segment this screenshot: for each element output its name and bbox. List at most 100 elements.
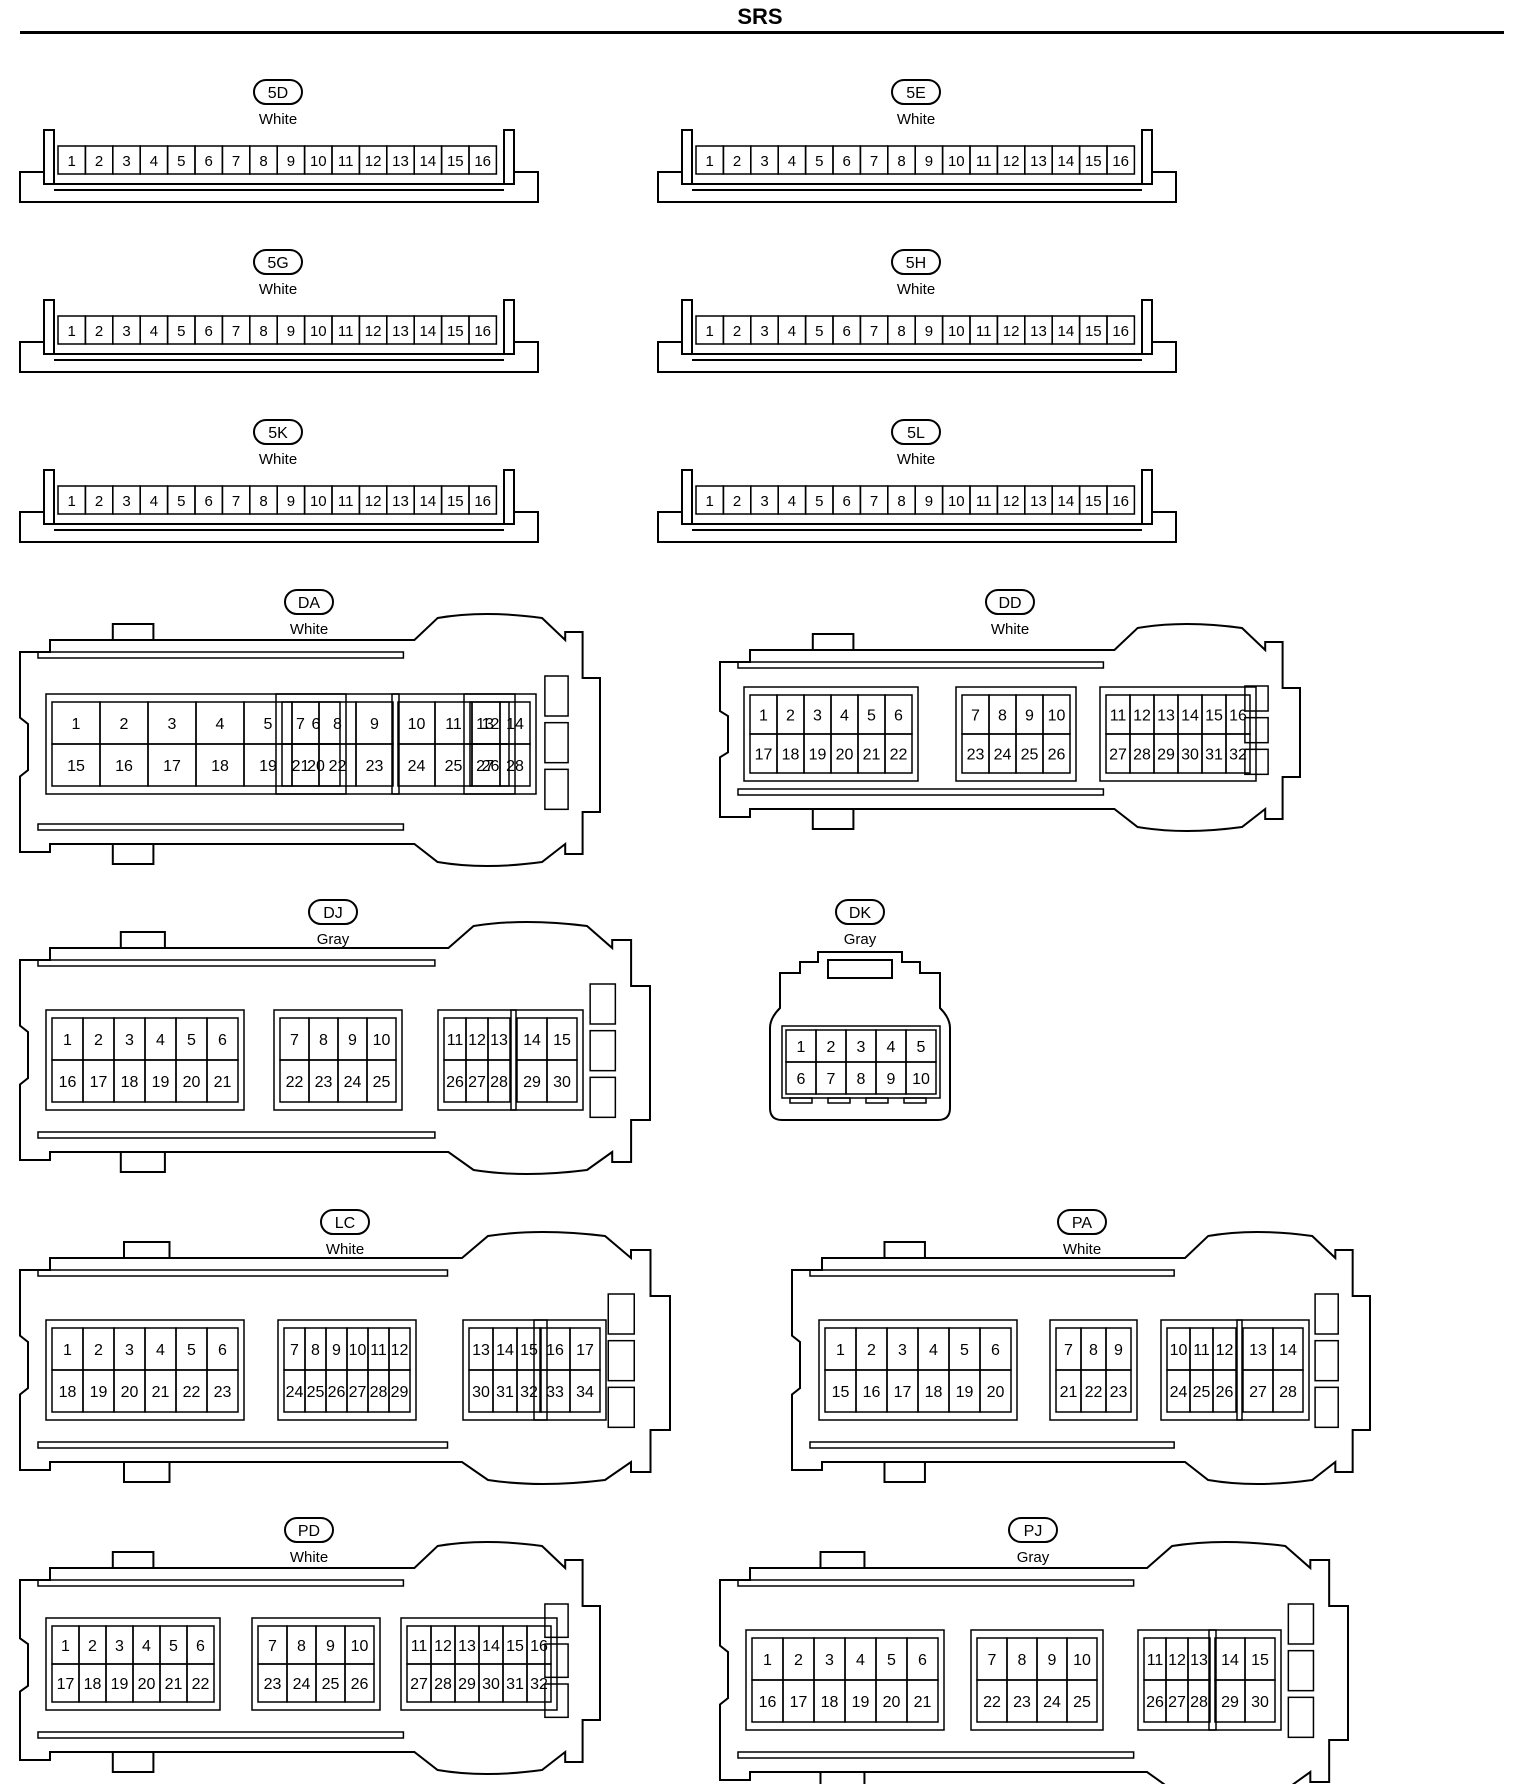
connector-base <box>657 171 1177 203</box>
side-key <box>1287 1603 1315 1645</box>
pin-number: 1 <box>759 708 768 725</box>
pin-number: 11 <box>1193 1342 1210 1359</box>
pin-number: 7 <box>870 153 878 170</box>
connector-base <box>19 171 539 203</box>
latch-tab <box>827 959 893 979</box>
pin-number: 14 <box>482 1638 500 1655</box>
pin-number: 7 <box>290 1032 299 1049</box>
pin-number: 11 <box>445 716 462 733</box>
connector-id-badge <box>253 249 303 275</box>
pin-number: 32 <box>530 1676 548 1693</box>
pin-number: 25 <box>373 1074 391 1091</box>
side-key <box>589 1029 617 1072</box>
connector-id: 5L <box>907 425 925 442</box>
pin-number: 11 <box>411 1638 428 1655</box>
rail-top <box>37 959 436 967</box>
pin-number: 15 <box>553 1032 571 1049</box>
pin-cell <box>468 485 498 515</box>
pin-number: 3 <box>760 153 768 170</box>
pin-number: 3 <box>760 323 768 340</box>
pin-number: 15 <box>447 323 464 340</box>
pin-number: 12 <box>365 493 382 510</box>
connector-housing <box>19 1231 671 1485</box>
pin-number: 13 <box>1030 493 1047 510</box>
pin-number: 1 <box>68 323 76 340</box>
pin-number: 7 <box>988 1652 997 1669</box>
pin-number: 1 <box>836 1342 845 1359</box>
connector-id-badge <box>320 1209 370 1235</box>
connector-color: White <box>326 1241 364 1258</box>
rail-bottom <box>737 788 1105 796</box>
pin-number: 6 <box>843 323 851 340</box>
rail-top <box>37 1269 449 1277</box>
pin-number: 3 <box>122 493 130 510</box>
pin-number: 4 <box>788 323 796 340</box>
connector-id: DD <box>998 595 1021 612</box>
pin-number: 7 <box>870 323 878 340</box>
rail-bottom <box>809 1441 1175 1449</box>
pin-number: 10 <box>349 1342 367 1359</box>
pin-number: 5 <box>815 323 823 340</box>
pin-number: 24 <box>408 758 426 775</box>
cavity-block <box>1208 1629 1282 1731</box>
rail-bottom <box>37 1441 449 1449</box>
connector-id-badge <box>1008 1517 1058 1543</box>
side-key <box>1287 1649 1315 1692</box>
connector-base <box>657 341 1177 373</box>
connector-post-left <box>43 129 55 185</box>
pin-number: 16 <box>1112 493 1129 510</box>
pin-number: 7 <box>971 708 980 725</box>
connector-id-badge <box>985 589 1035 615</box>
pin-number: 15 <box>520 1342 538 1359</box>
pin-number: 3 <box>122 323 130 340</box>
pin-number: 29 <box>458 1676 476 1693</box>
cavity-block <box>970 1629 1104 1731</box>
rail-top <box>737 661 1105 669</box>
pin-number: 5 <box>169 1638 178 1655</box>
pin-cell <box>206 1369 239 1413</box>
pin-cell <box>905 1061 937 1095</box>
pin-number: 20 <box>183 1074 201 1091</box>
pin-number: 22 <box>329 758 347 775</box>
pin-number: 22 <box>286 1074 304 1091</box>
pin-number: 29 <box>1221 1694 1239 1711</box>
pin-number: 3 <box>760 493 768 510</box>
pin-number: 1 <box>706 153 714 170</box>
pin-number: 26 <box>1048 747 1066 764</box>
pin-number: 6 <box>218 1342 227 1359</box>
pin-number: 15 <box>1085 153 1102 170</box>
pin-number: 14 <box>523 1032 541 1049</box>
pin-number: 16 <box>530 1638 548 1655</box>
pin-number: 10 <box>1073 1652 1091 1669</box>
pin-number: 13 <box>490 1032 508 1049</box>
pin-number: 12 <box>1003 323 1020 340</box>
pin-number: 10 <box>948 153 965 170</box>
pin-number: 5 <box>187 1342 196 1359</box>
pin-number: 11 <box>1110 708 1127 725</box>
connector-post-left <box>43 299 55 355</box>
connector-base <box>19 511 539 543</box>
connector-id-badge <box>284 1517 334 1543</box>
pin-number: 12 <box>391 1342 409 1359</box>
connector-id-badge <box>1057 1209 1107 1235</box>
cavity-block <box>45 1009 245 1111</box>
connector-housing <box>19 1541 601 1775</box>
pin-number: 6 <box>196 1638 205 1655</box>
pin-number: 15 <box>1205 708 1223 725</box>
side-key <box>589 1076 617 1119</box>
pin-number: 24 <box>344 1074 362 1091</box>
pin-number: 8 <box>897 493 905 510</box>
pin-number: 29 <box>1157 747 1175 764</box>
pin-number: 15 <box>1251 1652 1269 1669</box>
pin-number: 9 <box>348 1032 357 1049</box>
pin-number: 2 <box>94 1032 103 1049</box>
connector-housing <box>769 951 951 1121</box>
pin-number: 8 <box>998 708 1007 725</box>
pin-number: 32 <box>520 1384 538 1401</box>
pin-number: 29 <box>391 1384 409 1401</box>
pin-number: 19 <box>90 1384 108 1401</box>
